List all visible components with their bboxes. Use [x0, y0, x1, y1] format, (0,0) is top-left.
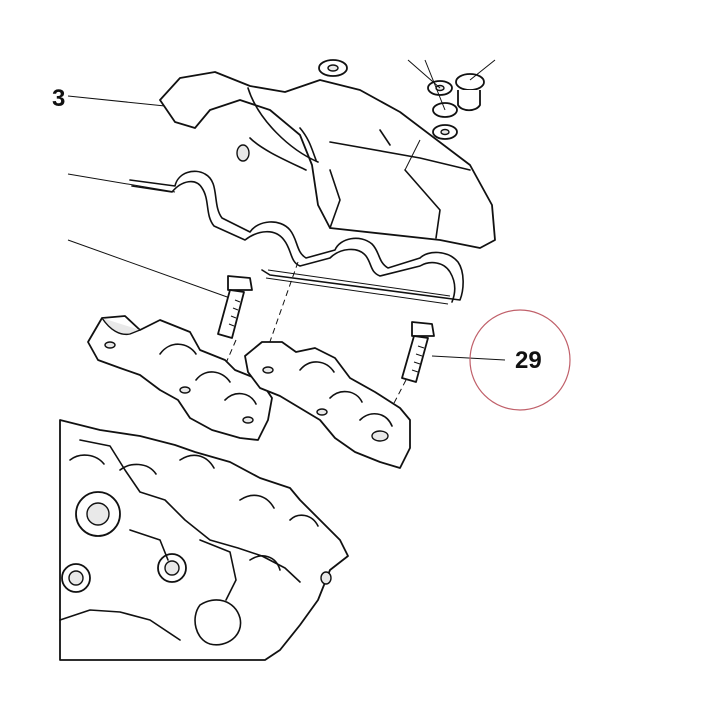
cam-cover	[159, 71, 496, 249]
bearing-cap-right	[244, 341, 411, 469]
gasket	[129, 170, 464, 305]
callout-circle	[469, 309, 571, 411]
partial-part-label: 3	[52, 85, 65, 112]
cylinder-head	[59, 419, 349, 661]
washers-and-bolts	[318, 59, 496, 171]
callout-29: 29	[431, 309, 571, 411]
bearing-cap-left	[87, 315, 273, 441]
callout-number: 29	[515, 347, 542, 374]
bolt-part-29	[401, 321, 435, 383]
bolt-left	[217, 275, 253, 339]
